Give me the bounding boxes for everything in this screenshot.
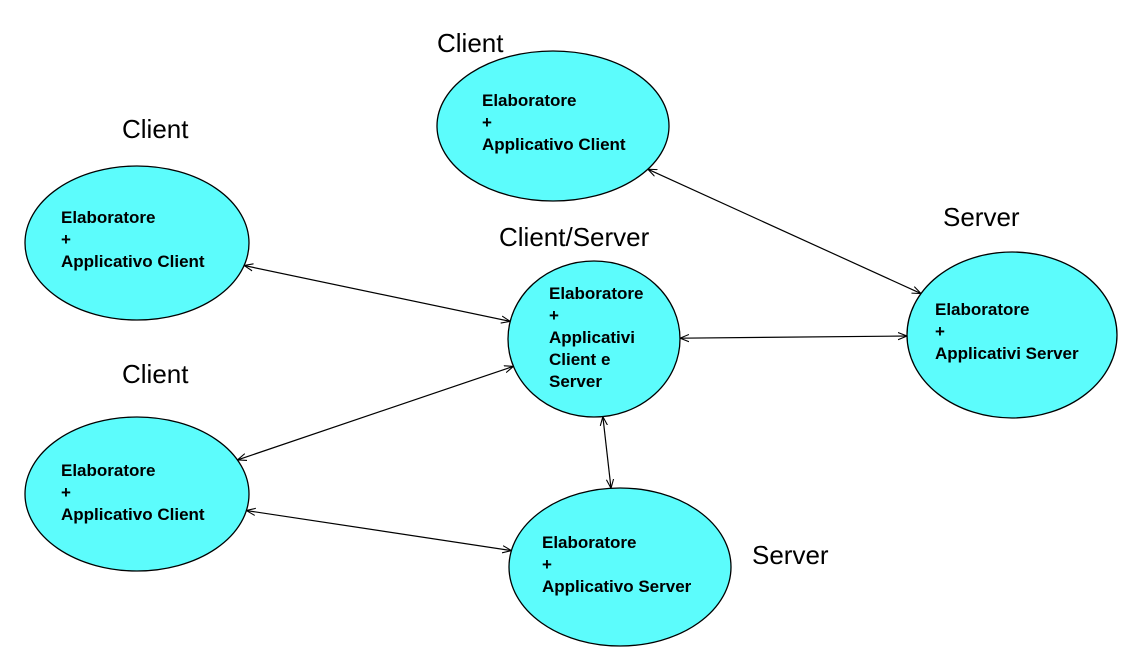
- node-line: +: [542, 555, 552, 574]
- node-line: +: [61, 230, 71, 249]
- node-line: Applicativi Server: [935, 344, 1079, 363]
- node-title-client-server: Client/Server: [499, 222, 650, 252]
- node-ellipse-client-left2: [24, 416, 250, 572]
- node-line: +: [549, 306, 559, 325]
- edge-client-left1-to-client-server: [244, 266, 510, 322]
- node-line: Applicativo Client: [482, 135, 626, 154]
- node-ellipse-server-right: [906, 251, 1118, 419]
- node-label-server-right: Elaboratore + Applicativi Server: [935, 299, 1079, 365]
- node-title-server-bottom: Server: [752, 540, 829, 570]
- node-line: Elaboratore: [549, 284, 644, 303]
- edge-client-left2-to-server-bottom: [246, 511, 511, 551]
- node-line: +: [935, 322, 945, 341]
- node-ellipse-client-left1: [24, 165, 250, 321]
- node-label-client-top: Elaboratore + Applicativo Client: [482, 90, 626, 156]
- node-title-client-top: Client: [437, 28, 504, 58]
- node-line: Applicativi: [549, 328, 635, 347]
- node-label-client-left2: Elaboratore + Applicativo Client: [61, 460, 205, 526]
- node-ellipse-client-top: [436, 50, 670, 202]
- node-title-client-left2: Client: [122, 359, 189, 389]
- edge-client-top-to-server-right: [648, 169, 921, 293]
- node-line: Applicativo Client: [61, 252, 205, 271]
- node-label-server-bottom: Elaboratore + Applicativo Server: [542, 532, 691, 598]
- node-line: Client e: [549, 350, 611, 369]
- node-line: Elaboratore: [61, 461, 156, 480]
- edge-client-server-to-server-right: [680, 336, 907, 338]
- node-title-client-left1: Client: [122, 114, 189, 144]
- node-title-server-right: Server: [943, 202, 1020, 232]
- node-line: +: [61, 483, 71, 502]
- node-line: Server: [549, 372, 602, 391]
- edge-client-server-to-server-bottom: [603, 417, 611, 489]
- node-line: Elaboratore: [542, 533, 637, 552]
- node-ellipse-client-server: [507, 260, 681, 418]
- node-line: Elaboratore: [61, 208, 156, 227]
- node-line: +: [482, 113, 492, 132]
- node-line: Elaboratore: [482, 91, 577, 110]
- node-line: Applicativo Server: [542, 577, 692, 596]
- node-line: Elaboratore: [935, 300, 1030, 319]
- node-line: Applicativo Client: [61, 505, 205, 524]
- node-ellipse-server-bottom: [508, 487, 732, 647]
- node-label-client-server: Elaboratore + Applicativi Client e Serve…: [549, 283, 643, 393]
- node-label-client-left1: Elaboratore + Applicativo Client: [61, 207, 205, 273]
- edge-client-left2-to-client-server: [237, 366, 513, 460]
